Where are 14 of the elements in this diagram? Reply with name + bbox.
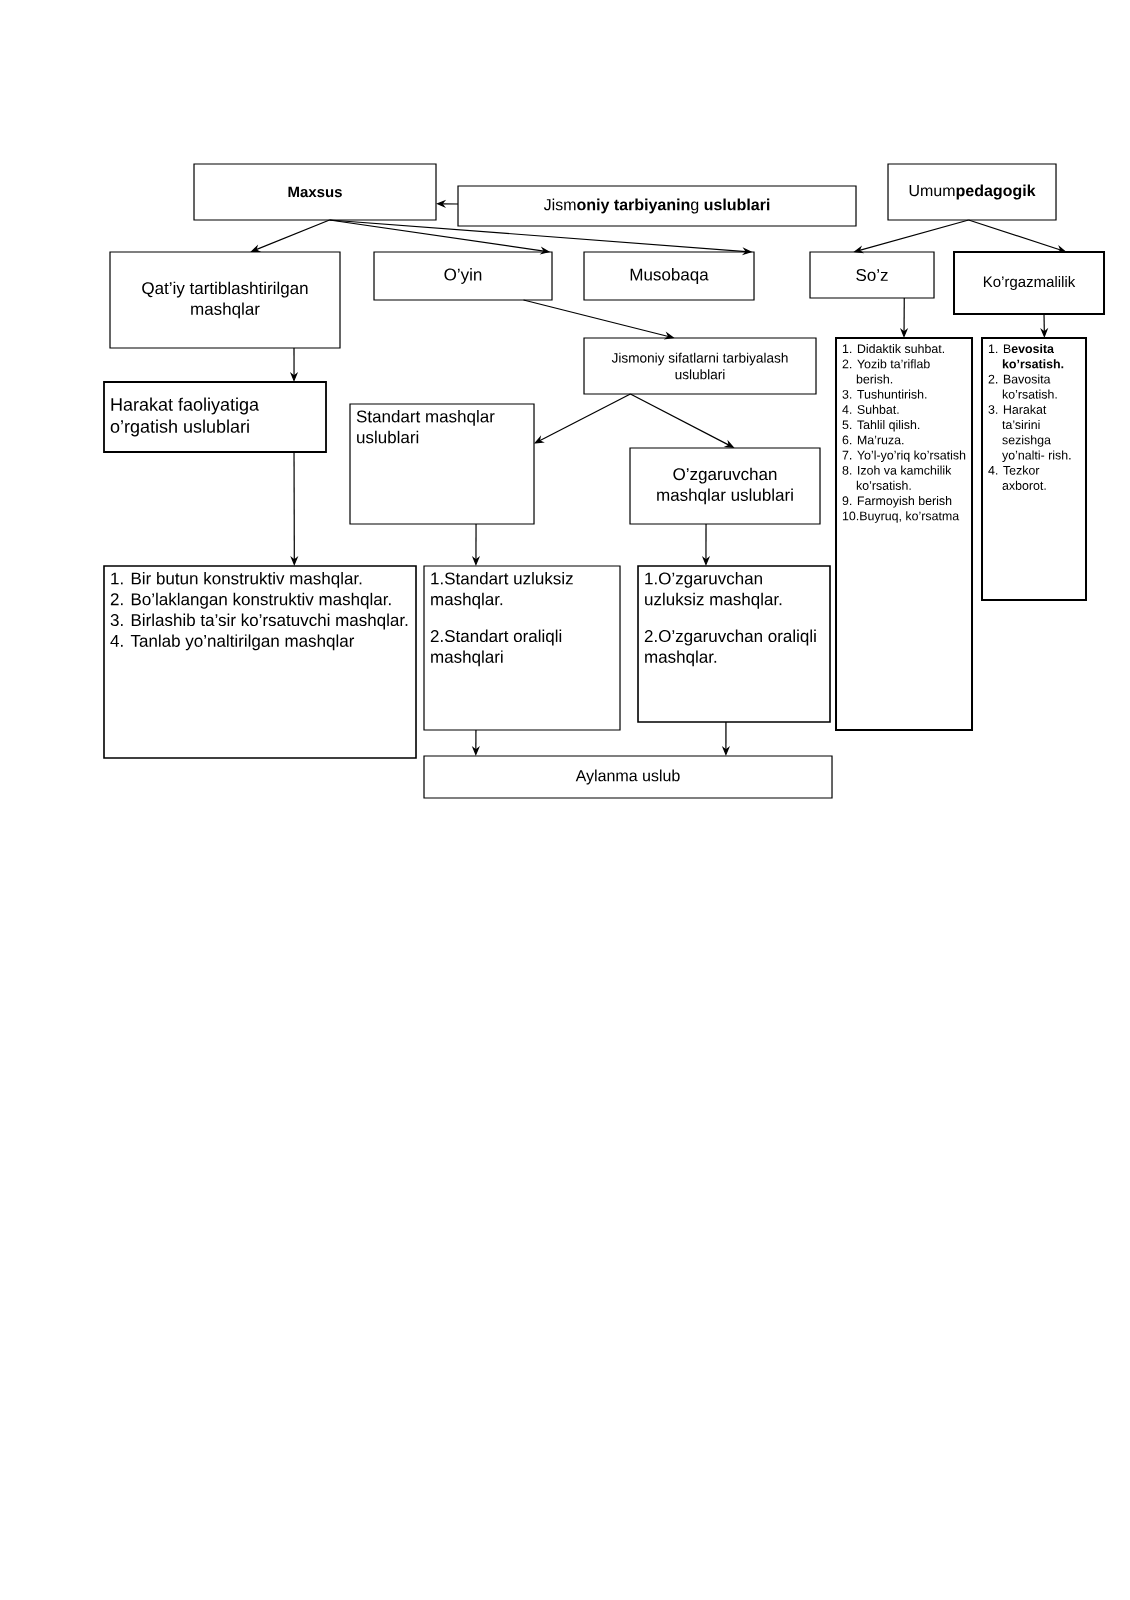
list-box: 1. Bir butun konstruktiv mashqlar. 2. Bo’laklangan konstruktiv mashqlar. 3. Birlashib ta’sir ko’rsatuvchi mashqlar. 4. Tanlab yo’naltirilgan mashqlar xyxy=(103,565,417,759)
category-box: Jismoniy tarbiyaning uslublari xyxy=(457,185,857,227)
list-box: 1.O’zgaruvchan uzluksiz mashqlar. 2.O’zgaruvchan oraliqli mashqlar. xyxy=(637,565,831,723)
method-box: Qat’iy tartiblashtirilgan mashqlar xyxy=(109,251,341,349)
method-box: O’zgaruvchan mashqlar uslublari xyxy=(629,447,821,525)
method-box: Harakat faoliyatiga o’rgatish uslublari xyxy=(103,381,327,453)
method-box: So’z xyxy=(809,251,935,299)
method-box: Musobaqa xyxy=(583,251,755,301)
method-box: Standart mashqlar uslublari xyxy=(349,403,535,525)
category-box: Umumpedagogik xyxy=(887,163,1057,221)
method-box: Aylanma uslub xyxy=(423,755,833,799)
arrow xyxy=(534,393,631,444)
list-box: 1.Standart uzluksiz mashqlar. 2.Standart oraliqli mashqlari xyxy=(423,565,621,731)
method-box: O’yin xyxy=(373,251,553,301)
